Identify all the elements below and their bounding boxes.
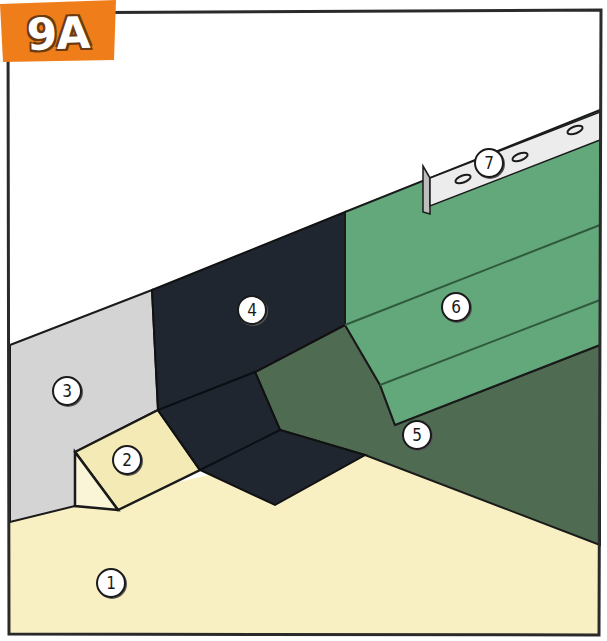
black-membrane bbox=[152, 212, 365, 505]
callout-number: 6 bbox=[441, 292, 471, 322]
fastener-slot bbox=[454, 173, 471, 185]
figure-badge bbox=[0, 0, 116, 62]
callout-number: 7 bbox=[474, 148, 504, 178]
callout-number: 2 bbox=[112, 445, 142, 475]
callout-number: 1 bbox=[96, 568, 126, 598]
termination-bar bbox=[430, 112, 600, 206]
callout-number: 4 bbox=[237, 295, 267, 325]
fold-line bbox=[380, 300, 600, 385]
callout-number: 3 bbox=[52, 376, 82, 406]
fold-line bbox=[345, 225, 600, 325]
background bbox=[8, 12, 600, 634]
fastener-slot bbox=[566, 124, 583, 136]
fastener-slot bbox=[511, 151, 528, 163]
figure-number: 9A bbox=[1, 4, 115, 62]
sketch-frame bbox=[8, 10, 601, 635]
cap-sheet-membrane bbox=[345, 110, 600, 425]
fold-line bbox=[200, 430, 280, 470]
fold-line bbox=[158, 372, 255, 410]
termination-bar-lip bbox=[423, 166, 430, 214]
callout-number: 5 bbox=[402, 420, 432, 450]
